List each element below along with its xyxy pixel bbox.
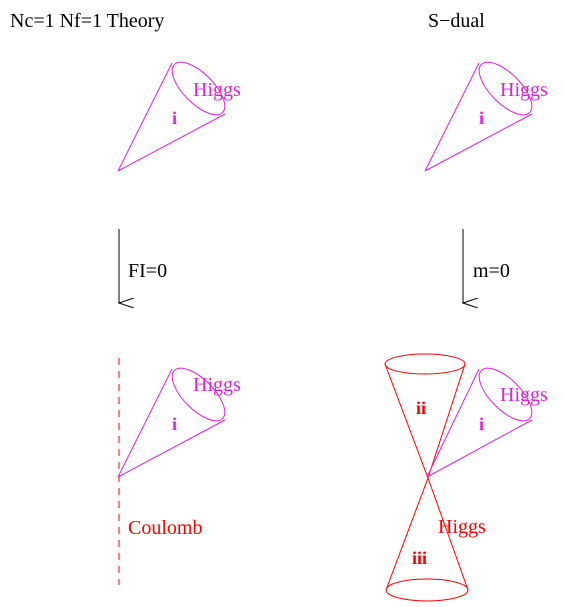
higgs-label-top-right: Higgs — [500, 79, 548, 101]
arrow-left-label: FI=0 — [128, 260, 167, 282]
higgs-label-bottom-right-small: Higgs — [500, 384, 548, 406]
cone-bottom-left — [117, 367, 226, 478]
index-label-bottom-right-small: i — [479, 414, 484, 434]
cone-top-right — [424, 61, 533, 172]
index-label-top-right: i — [479, 108, 484, 128]
higgs-label-top-left: Higgs — [193, 79, 241, 101]
index-label-ii: ii — [416, 398, 426, 418]
higgs-label-bottom-right-lower: Higgs — [438, 516, 486, 538]
cone-bottom-right-small — [426, 367, 533, 478]
index-label-bottom-left: i — [172, 414, 177, 434]
arrow-right-label: m=0 — [473, 260, 510, 282]
title-left: Nc=1 Nf=1 Theory — [10, 10, 164, 32]
title-right: S−dual — [428, 10, 485, 32]
index-label-top-left: i — [172, 108, 177, 128]
double-cone-bottom-right — [384, 353, 469, 602]
higgs-label-bottom-left: Higgs — [193, 374, 241, 396]
coulomb-label: Coulomb — [128, 517, 202, 539]
index-label-iii: iii — [412, 548, 427, 568]
cone-top-left — [117, 61, 226, 172]
